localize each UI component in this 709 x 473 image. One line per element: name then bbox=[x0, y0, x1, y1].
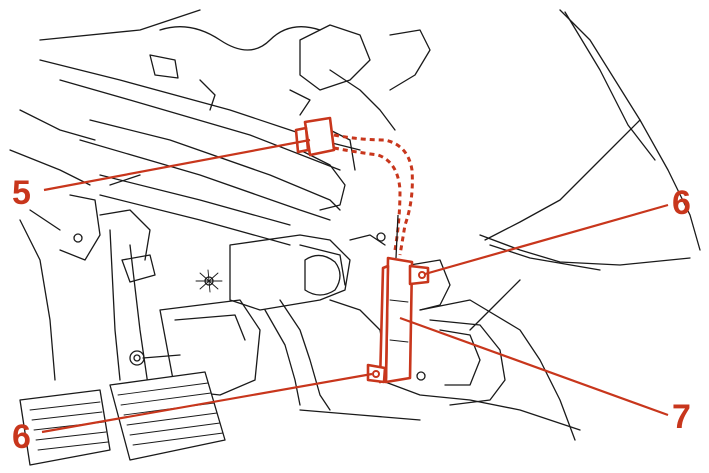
wiring-harness-dashed-2 bbox=[333, 146, 402, 251]
callout-7: 7 bbox=[672, 398, 691, 436]
fastener-6-upper bbox=[408, 264, 430, 286]
callout-6-lower: 6 bbox=[12, 418, 31, 456]
leader-line-6-upper bbox=[424, 203, 669, 276]
vent-star-icon bbox=[195, 269, 223, 293]
module-7 bbox=[378, 256, 414, 384]
callout-leaders bbox=[41, 138, 669, 434]
callout-6-upper: 6 bbox=[672, 184, 691, 222]
callout-5: 5 bbox=[12, 174, 31, 212]
wiring-harness-dashed bbox=[333, 133, 414, 256]
wiring-harness-solid bbox=[395, 214, 399, 259]
leader-line-7 bbox=[399, 316, 669, 417]
connector-5 bbox=[294, 116, 336, 157]
highlighted-components bbox=[294, 116, 430, 384]
leader-line-5 bbox=[43, 138, 311, 192]
background-line-art bbox=[9, 9, 701, 466]
leader-line-6-lower bbox=[41, 372, 373, 434]
